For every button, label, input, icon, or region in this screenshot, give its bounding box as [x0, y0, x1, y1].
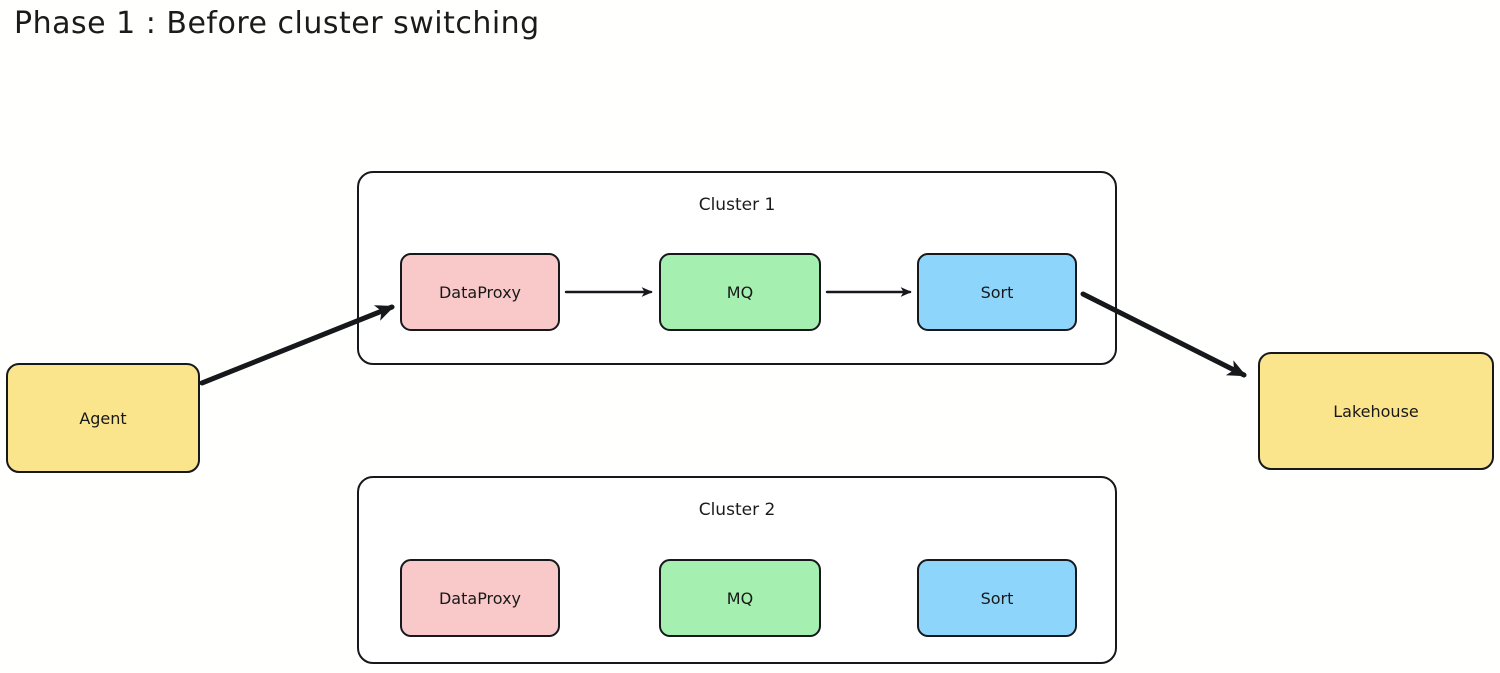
node-mq-cluster-1[interactable]: MQ: [659, 253, 821, 331]
node-label: DataProxy: [438, 282, 522, 302]
node-agent[interactable]: Agent: [6, 363, 200, 473]
cluster-2-label: Cluster 2: [698, 500, 776, 520]
node-label: MQ: [726, 282, 754, 302]
node-label: MQ: [726, 588, 754, 608]
node-label: Agent: [79, 408, 127, 428]
cluster-1-label: Cluster 1: [698, 195, 776, 215]
node-lakehouse[interactable]: Lakehouse: [1258, 352, 1494, 470]
node-dataproxy-cluster-1[interactable]: DataProxy: [400, 253, 560, 331]
node-label: Lakehouse: [1333, 401, 1419, 421]
node-sort-cluster-2[interactable]: Sort: [917, 559, 1077, 637]
node-sort-cluster-1[interactable]: Sort: [917, 253, 1077, 331]
page-title: Phase 1 : Before cluster switching: [14, 6, 540, 41]
node-label: Sort: [980, 588, 1014, 608]
node-dataproxy-cluster-2[interactable]: DataProxy: [400, 559, 560, 637]
node-label: DataProxy: [438, 588, 522, 608]
node-mq-cluster-2[interactable]: MQ: [659, 559, 821, 637]
node-label: Sort: [980, 282, 1014, 302]
